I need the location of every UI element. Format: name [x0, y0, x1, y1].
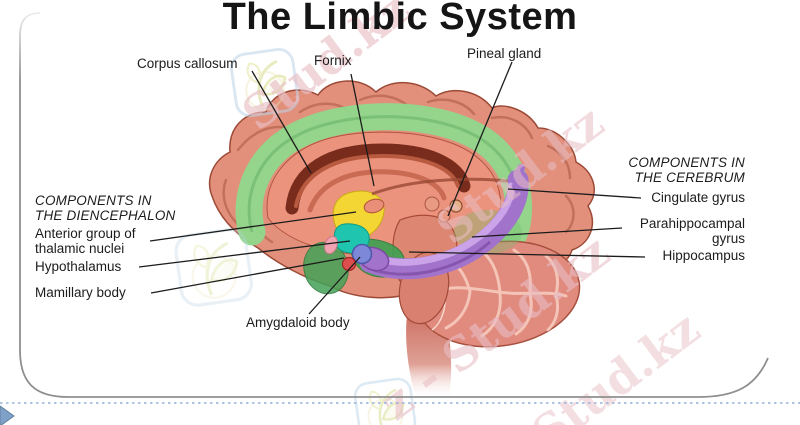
thalamus-nucleus-oval — [363, 198, 385, 214]
label-pineal-gland: Pineal gland — [467, 46, 542, 61]
corpus-callosum-highlight — [294, 153, 460, 208]
cingulate-gyrus-line — [507, 188, 642, 199]
label-mamillary-body: Mamillary body — [35, 285, 126, 300]
mamillary-body-line — [150, 257, 345, 294]
fornix-line — [350, 73, 375, 187]
mamillary-body-shape — [341, 256, 357, 272]
colliculus-lower — [437, 209, 451, 223]
corpus-callosum-line — [251, 70, 312, 174]
corpus-callosum-arch — [285, 143, 471, 215]
anterior-group-line — [149, 211, 357, 242]
ventricle-swirl — [307, 169, 447, 213]
label-cingulate-gyrus: Cingulate gyrus — [651, 190, 745, 205]
leader-lines — [138, 61, 646, 315]
hippocampus-band — [358, 164, 529, 280]
colliculus-upper — [424, 196, 440, 212]
hippocampus-line — [408, 251, 646, 258]
brain-illustration — [208, 80, 595, 400]
label-anterior-group: Anterior group of thalamic nuclei — [35, 226, 136, 256]
parahippocampal-line — [471, 227, 623, 238]
label-corpus-callosum: Corpus callosum — [137, 56, 238, 71]
label-hypothalamus: Hypothalamus — [35, 259, 122, 274]
amygdaloid-body-line — [308, 256, 361, 315]
label-diencephalon-header: COMPONENTS IN THE DIENCEPHALON — [35, 193, 176, 223]
label-hippocampus: Hippocampus — [662, 248, 745, 263]
label-amygdaloid-body: Amygdaloid body — [246, 315, 350, 330]
label-cerebrum-header: COMPONENTS IN THE CEREBRUM — [628, 155, 745, 185]
footer-next-arrow[interactable] — [0, 405, 15, 425]
anterior-commissure-pink — [324, 235, 338, 255]
label-parahippocampal-gyrus: Parahippocampal gyrus — [639, 216, 745, 246]
label-fornix: Fornix — [314, 53, 352, 68]
pineal-gland-line — [447, 61, 513, 217]
cingulate-band-shade — [247, 115, 521, 233]
fornix-arc — [371, 177, 515, 196]
hypothalamus-line — [138, 240, 351, 268]
slide-frame-border — [19, 12, 769, 398]
amygdaloid-body-shape — [351, 243, 373, 265]
slide-title: The Limbic System — [222, 0, 578, 38]
